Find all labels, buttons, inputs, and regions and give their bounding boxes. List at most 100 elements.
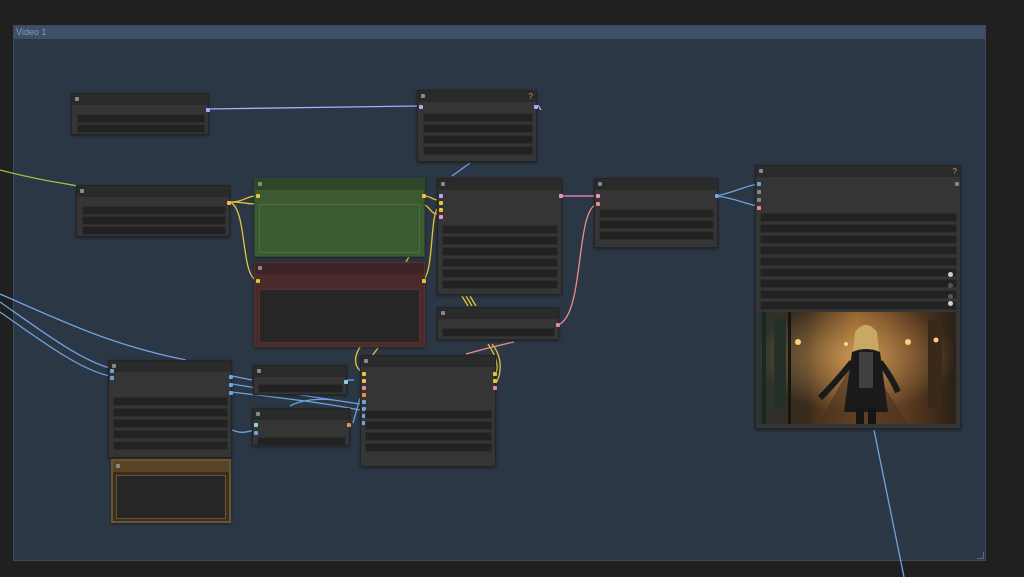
node-load-model[interactable] (71, 93, 210, 135)
node-widget[interactable] (442, 225, 558, 234)
node-title-bar[interactable] (253, 409, 349, 420)
output-slot[interactable] (229, 383, 233, 387)
node-title-bar[interactable] (77, 186, 229, 197)
input-slot[interactable] (362, 421, 366, 425)
node-widget[interactable] (599, 209, 714, 218)
collapse-icon[interactable] (421, 94, 425, 98)
node-widget[interactable] (760, 301, 957, 310)
output-slot[interactable] (493, 379, 497, 383)
node-title-bar[interactable] (72, 94, 208, 105)
prompt-text-area[interactable] (259, 204, 420, 253)
node-clip-vision[interactable] (252, 408, 351, 446)
node-widget[interactable] (760, 246, 957, 255)
output-slot[interactable] (955, 182, 959, 186)
node-title-bar[interactable] (438, 308, 558, 319)
input-slot[interactable] (362, 393, 366, 397)
node-widget[interactable] (442, 280, 558, 289)
node-widget[interactable] (365, 432, 492, 441)
input-slot[interactable] (757, 198, 761, 202)
node-widget[interactable] (113, 419, 228, 428)
node-widget[interactable] (599, 231, 714, 240)
node-widget[interactable] (599, 220, 714, 229)
node-widget[interactable] (113, 430, 228, 439)
input-slot[interactable] (439, 215, 443, 219)
collapse-icon[interactable] (441, 182, 445, 186)
node-widget[interactable] (113, 397, 228, 406)
output-slot[interactable] (715, 194, 719, 198)
help-icon[interactable]: ? (952, 167, 957, 176)
node-widget[interactable] (442, 258, 558, 267)
output-slot[interactable] (344, 380, 348, 384)
input-slot[interactable] (256, 194, 260, 198)
toggle-off-icon[interactable] (948, 283, 953, 288)
node-title-bar[interactable] (438, 179, 561, 190)
node-widget[interactable] (82, 226, 226, 235)
node-image-to-video[interactable] (360, 355, 497, 467)
node-widget[interactable] (442, 236, 558, 245)
node-widget[interactable] (365, 421, 492, 430)
node-title-bar[interactable] (255, 263, 424, 274)
node-widget[interactable] (113, 441, 228, 450)
node-widget[interactable] (442, 247, 558, 256)
node-title-bar[interactable] (255, 179, 424, 190)
input-slot[interactable] (256, 279, 260, 283)
output-slot[interactable] (347, 423, 351, 427)
collapse-icon[interactable] (258, 266, 262, 270)
node-positive-prompt[interactable] (254, 178, 426, 257)
collapse-icon[interactable] (257, 369, 261, 373)
node-vae-decode[interactable] (594, 178, 719, 248)
node-widget[interactable] (82, 206, 226, 215)
output-slot[interactable] (422, 279, 426, 283)
node-loader[interactable]: ? (417, 90, 538, 162)
collapse-icon[interactable] (441, 311, 445, 315)
output-slot[interactable] (559, 194, 563, 198)
collapse-icon[interactable] (759, 169, 763, 173)
input-slot[interactable] (757, 206, 761, 210)
node-clip-loader[interactable] (76, 185, 231, 237)
node-widget[interactable] (760, 268, 957, 277)
collapse-icon[interactable] (256, 412, 260, 416)
node-title-bar[interactable] (361, 356, 495, 367)
node-widget[interactable] (442, 328, 555, 337)
input-slot[interactable] (362, 379, 366, 383)
node-title-bar[interactable]: ? (756, 166, 960, 177)
toggle-on-icon[interactable] (948, 272, 953, 277)
toggle-on-icon[interactable] (948, 301, 953, 306)
input-slot[interactable] (596, 202, 600, 206)
group-resize-handle[interactable] (977, 552, 984, 559)
node-widget[interactable] (77, 114, 205, 123)
input-slot[interactable] (419, 105, 423, 109)
node-widget[interactable] (365, 410, 492, 419)
input-slot[interactable] (254, 431, 258, 435)
node-widget[interactable] (423, 135, 533, 144)
toggle-off-icon[interactable] (948, 294, 953, 299)
output-slot[interactable] (227, 201, 231, 205)
collapse-icon[interactable] (364, 359, 368, 363)
node-widget[interactable] (423, 146, 533, 155)
node-widget[interactable] (365, 443, 492, 452)
node-widget[interactable] (113, 408, 228, 417)
collapse-icon[interactable] (80, 189, 84, 193)
output-slot[interactable] (206, 108, 210, 112)
collapse-icon[interactable] (116, 464, 120, 468)
node-video-combine[interactable]: ? (755, 165, 961, 429)
collapse-icon[interactable] (112, 364, 116, 368)
input-slot[interactable] (439, 194, 443, 198)
node-title-bar[interactable] (109, 361, 231, 372)
output-slot[interactable] (556, 323, 560, 327)
node-negative-prompt[interactable] (254, 262, 426, 347)
note-text-area[interactable] (116, 475, 226, 519)
input-slot[interactable] (362, 414, 366, 418)
node-widget[interactable] (77, 124, 205, 133)
input-slot[interactable] (596, 194, 600, 198)
input-slot[interactable] (362, 386, 366, 390)
output-slot[interactable] (229, 391, 233, 395)
node-image-loader[interactable] (108, 360, 233, 458)
group-header[interactable]: Video 1 (14, 26, 985, 39)
node-sampler[interactable] (437, 178, 563, 295)
input-slot[interactable] (110, 376, 114, 380)
node-title-bar[interactable] (113, 461, 229, 472)
node-widget[interactable] (82, 216, 226, 225)
node-title-bar[interactable] (254, 366, 346, 377)
